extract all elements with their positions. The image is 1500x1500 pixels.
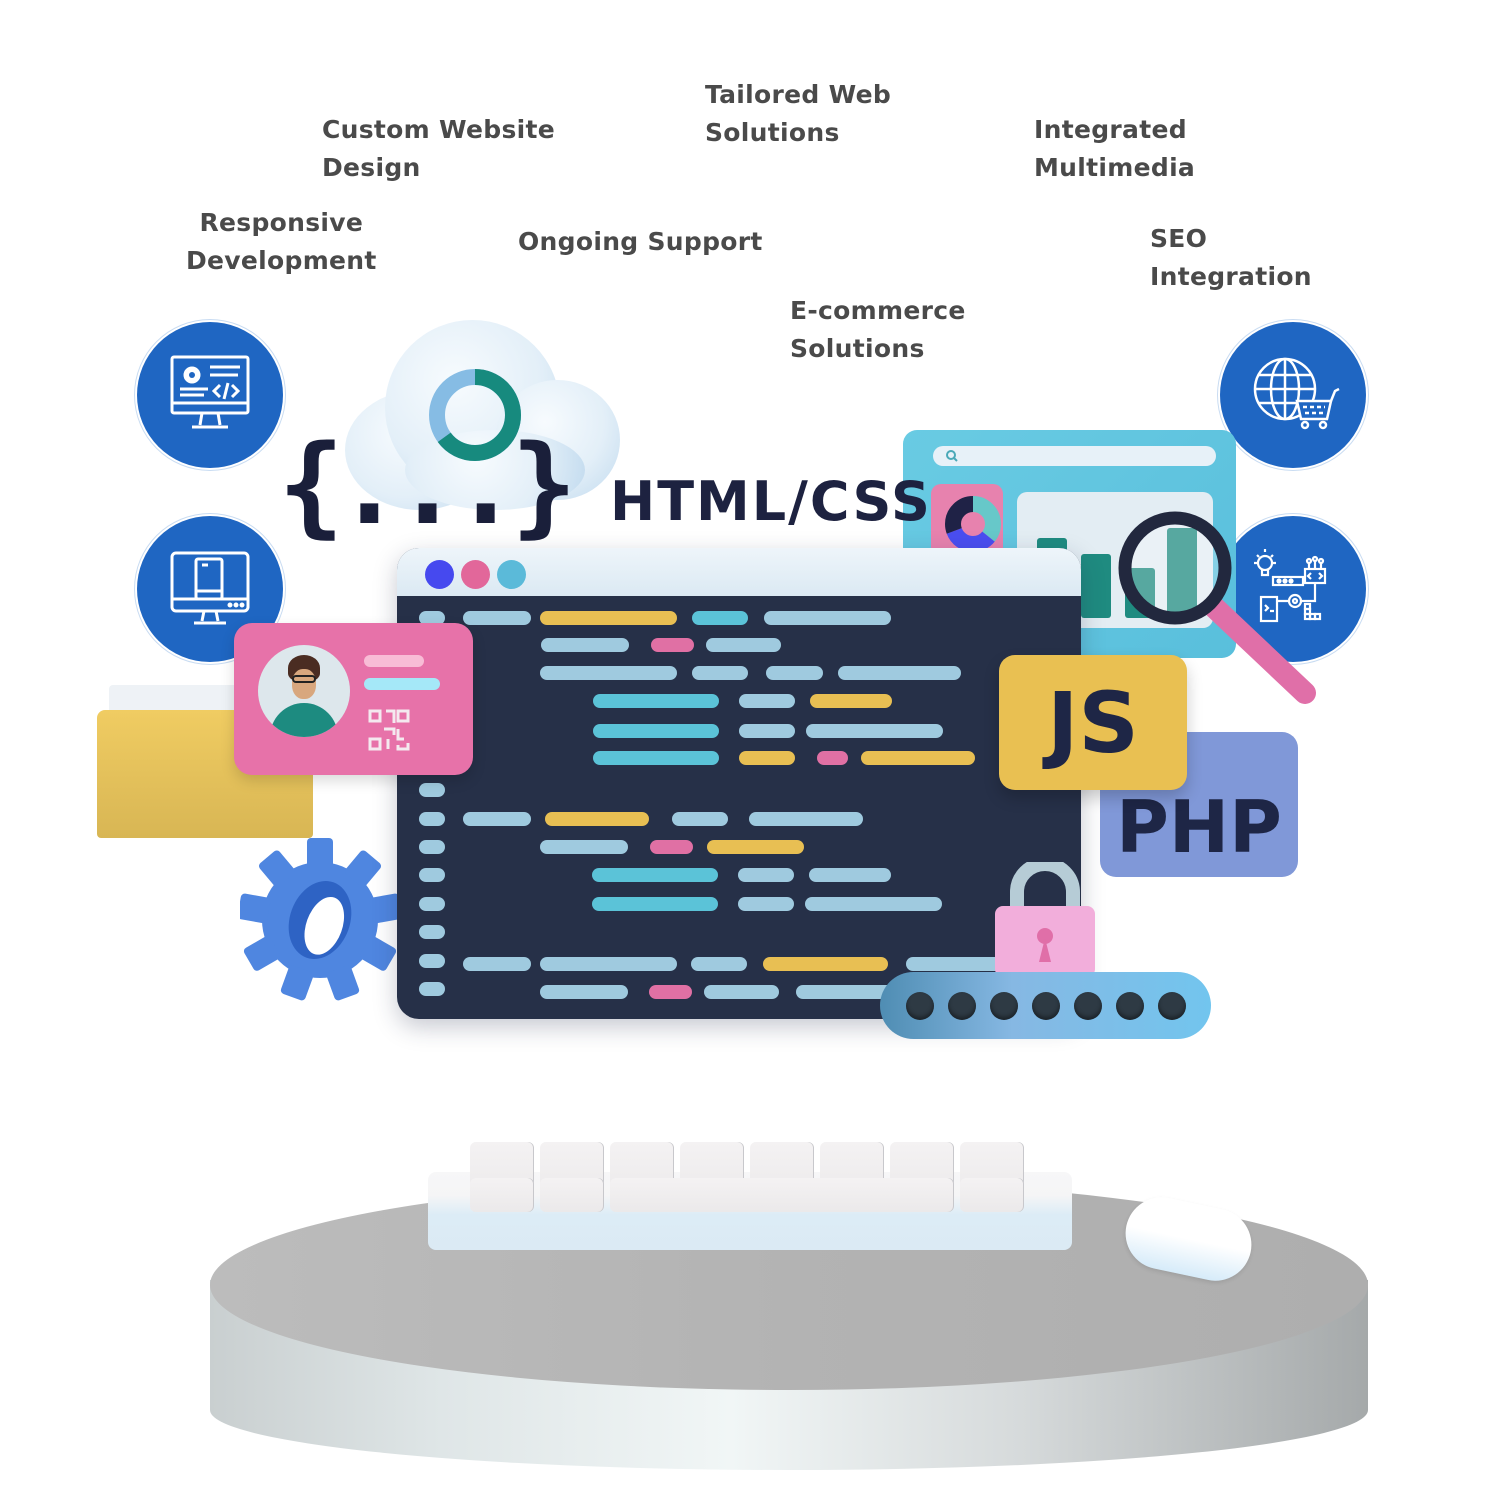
label-seo-integration: SEO Integration <box>1150 220 1312 296</box>
password-dot <box>1158 991 1186 1020</box>
cloud-chart-illustration <box>345 320 620 510</box>
password-dot <box>990 991 1018 1020</box>
label-line: E-commerce <box>790 296 966 325</box>
password-dot <box>948 991 976 1020</box>
label-line: Multimedia <box>1034 153 1196 182</box>
label-line: Solutions <box>790 334 925 363</box>
label-line: Integration <box>1150 262 1312 291</box>
html-css-title: HTML/CSS <box>610 470 932 533</box>
password-dot <box>1032 991 1060 1020</box>
password-dot <box>1116 991 1144 1020</box>
globe-shopping-cart-icon <box>1253 357 1340 430</box>
pie-chart-icon <box>945 496 1001 552</box>
development-workflow-icon <box>1254 549 1327 623</box>
dev-workflow-circle <box>1220 516 1366 662</box>
label-line: Development <box>186 246 377 275</box>
padlock-icon <box>995 862 1095 977</box>
label-ecommerce-solutions: E-commerce Solutions <box>790 292 966 368</box>
window-dot-cyan <box>497 560 526 589</box>
responsive-monitor-phone-icon <box>170 551 250 625</box>
js-badge: JS <box>999 655 1187 790</box>
label-line: Tailored Web <box>705 80 892 109</box>
gear-icon <box>240 838 403 1001</box>
password-dot <box>1074 991 1102 1020</box>
label-line: Solutions <box>705 118 840 147</box>
php-badge: PHP <box>1100 732 1298 877</box>
window-dot-pink <box>461 560 490 589</box>
avatar <box>258 645 350 737</box>
password-dot <box>906 991 934 1020</box>
dashboard-search-bar <box>933 446 1216 466</box>
label-line: Design <box>322 153 421 182</box>
label-line: Integrated <box>1034 115 1187 144</box>
search-icon <box>946 450 958 462</box>
label-line: SEO <box>1150 224 1208 253</box>
editor-title-bar <box>397 548 1081 596</box>
label-ongoing-support: Ongoing Support <box>518 223 763 261</box>
code-braces-illustration: {...} <box>278 421 577 549</box>
code-editor-window <box>397 548 1081 1019</box>
label-line: Responsive <box>199 208 364 237</box>
label-tailored-web-solutions: Tailored Web Solutions <box>705 76 891 152</box>
profile-id-card <box>234 623 473 775</box>
label-custom-website-design: Custom Website Design <box>322 111 555 187</box>
label-integrated-multimedia: Integrated Multimedia <box>1034 111 1195 187</box>
window-dot-blue <box>425 560 454 589</box>
label-line: Ongoing Support <box>518 227 763 256</box>
label-responsive-development: Responsive Development <box>186 204 377 280</box>
magnifying-glass-icon <box>1118 511 1316 704</box>
donut-chart-icon <box>429 369 521 461</box>
keyboard-illustration <box>428 1142 1072 1250</box>
globe-cart-circle <box>1220 322 1366 468</box>
label-line: Custom Website <box>322 115 555 144</box>
password-field-illustration <box>880 972 1211 1039</box>
monitor-code-settings-icon <box>170 355 250 429</box>
monitor-code-settings-circle <box>137 322 283 468</box>
qr-code-icon <box>368 709 410 751</box>
